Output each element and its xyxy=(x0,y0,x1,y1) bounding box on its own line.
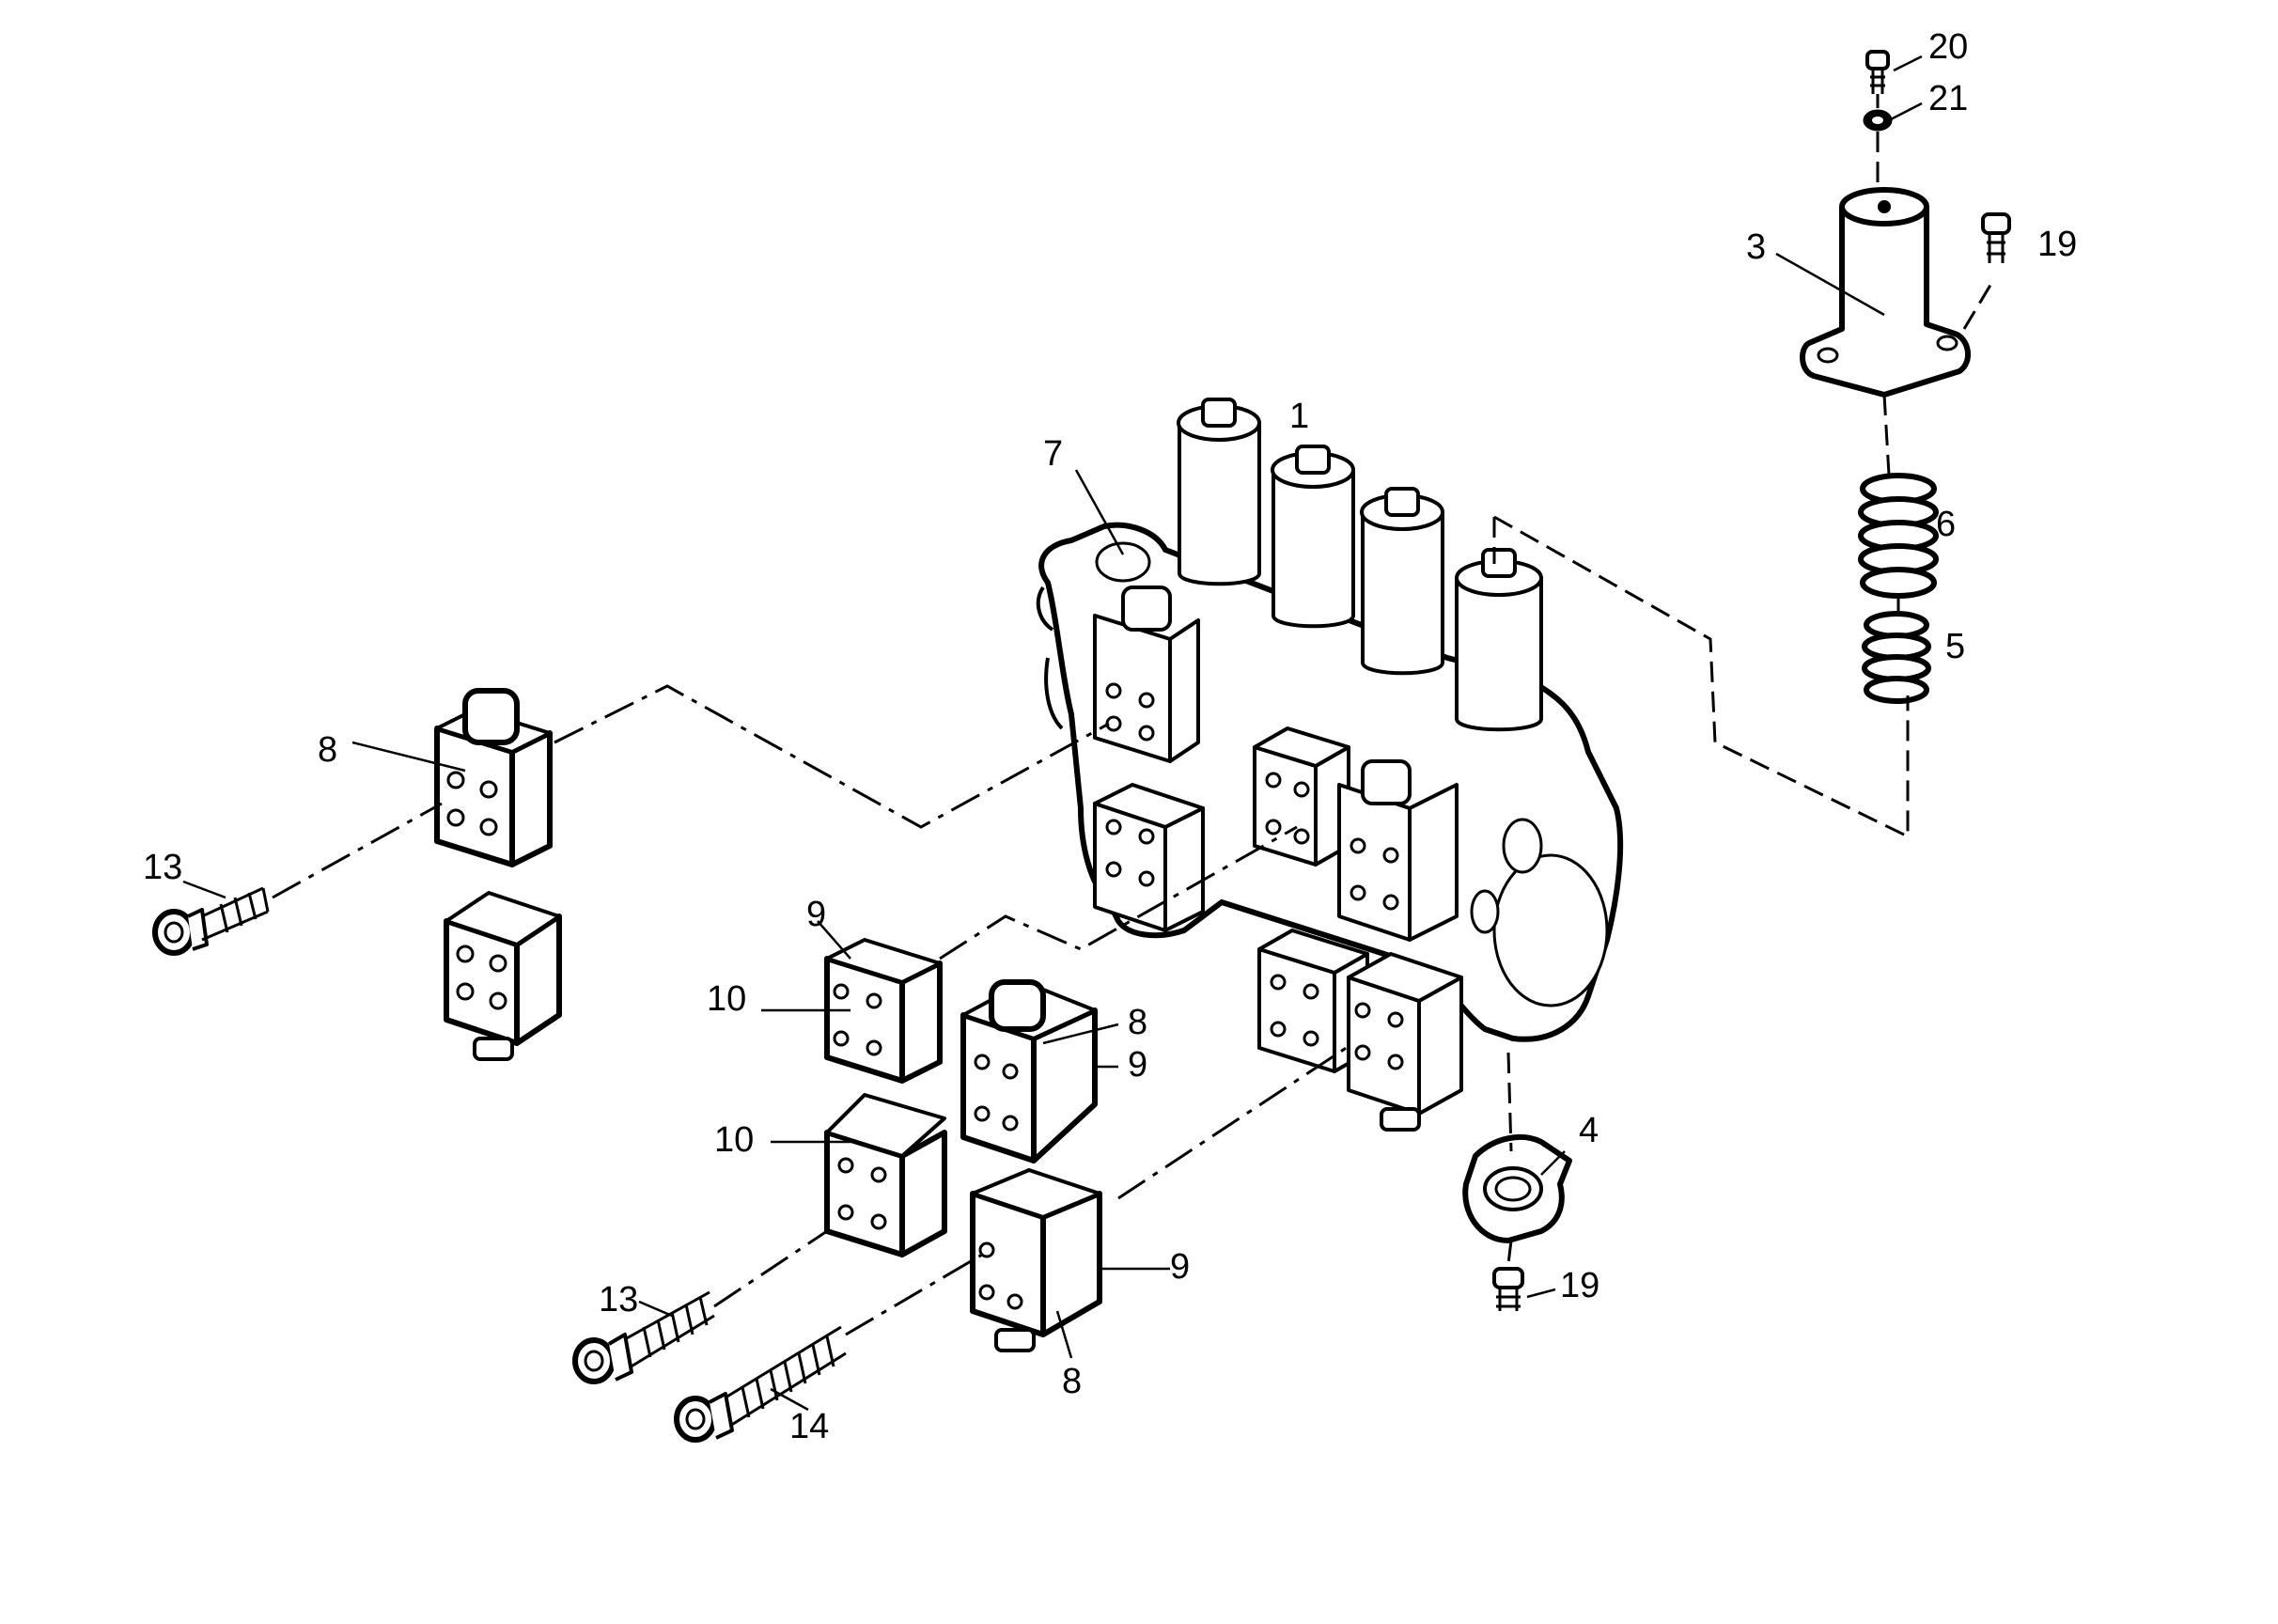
spring-part-5 xyxy=(1862,611,1931,704)
body-block-bottom-right xyxy=(1347,952,1463,1132)
screw-part-19-top xyxy=(1981,212,2011,263)
callout-labels: 1 3 4 5 6 7 8 8 8 9 9 9 10 10 13 13 14 1… xyxy=(143,27,2077,1446)
valve-cylinder-3 xyxy=(1360,487,1444,676)
plate-part-9-upper xyxy=(824,938,943,1084)
callout-8-left: 8 xyxy=(318,730,337,770)
valve-cylinder-4 xyxy=(1455,548,1543,732)
callout-19-bottom: 19 xyxy=(1560,1266,1599,1305)
body-block-left-lower xyxy=(1093,783,1205,932)
coil-block-left-lower xyxy=(444,891,562,1061)
assembly-center-lines xyxy=(272,94,1994,1336)
bolt-part-13-left xyxy=(152,886,270,956)
callout-1: 1 xyxy=(1289,397,1309,436)
bolt-part-14 xyxy=(674,1325,847,1443)
callout-21: 21 xyxy=(1928,79,1968,118)
bolt-part-13-center xyxy=(572,1290,715,1384)
plate-part-10-lower xyxy=(824,1093,947,1257)
callout-13-left: 13 xyxy=(143,848,182,887)
body-block-top xyxy=(1093,586,1200,763)
callout-4: 4 xyxy=(1579,1111,1599,1150)
solenoid-block-part-8-center xyxy=(960,979,1098,1163)
callout-19-top: 19 xyxy=(2037,225,2077,264)
cap-part-3 xyxy=(1800,187,1971,398)
spring-part-6 xyxy=(1858,473,1939,599)
washer-part-21 xyxy=(1863,109,1893,132)
valve-cylinder-1 xyxy=(1177,398,1261,586)
callout-10-upper: 10 xyxy=(707,979,746,1019)
callout-5: 5 xyxy=(1945,627,1965,666)
callout-9-center: 9 xyxy=(1128,1045,1147,1085)
flange-part-4 xyxy=(1462,1134,1572,1243)
callout-3: 3 xyxy=(1746,227,1766,267)
callout-10-lower: 10 xyxy=(714,1120,754,1160)
callout-14: 14 xyxy=(789,1407,829,1446)
body-block-right xyxy=(1337,759,1459,942)
callout-6: 6 xyxy=(1936,505,1956,544)
valve-body xyxy=(1036,398,1624,1132)
callout-9-upper: 9 xyxy=(806,895,826,934)
callout-9-bottom: 9 xyxy=(1170,1247,1190,1287)
body-block-mid xyxy=(1253,726,1350,867)
leader-lines xyxy=(182,55,1923,1412)
coil-block-part-8-bottom xyxy=(970,1168,1102,1352)
solenoid-block-part-8-left xyxy=(434,688,553,867)
screw-part-20 xyxy=(1865,50,1890,94)
callout-20: 20 xyxy=(1928,27,1968,67)
callout-13-center: 13 xyxy=(599,1280,638,1320)
callout-8-bottom: 8 xyxy=(1062,1362,1082,1401)
screw-part-19-bottom xyxy=(1492,1267,1524,1311)
callout-7: 7 xyxy=(1043,434,1063,474)
valve-cylinder-2 xyxy=(1271,445,1355,629)
callout-8-center: 8 xyxy=(1128,1003,1147,1042)
